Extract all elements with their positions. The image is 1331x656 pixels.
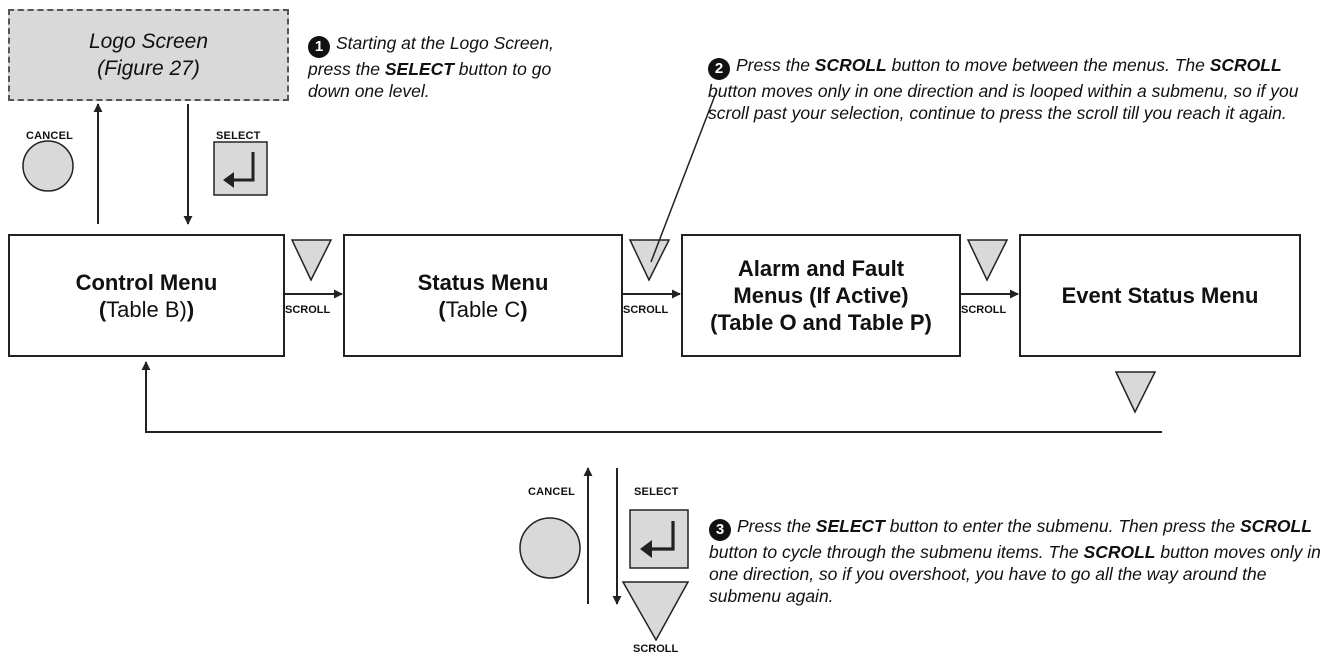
select-label: SELECT [634,486,679,498]
logo-screen-ref: (Figure 27) [97,57,200,80]
status-menu-box: Status Menu (Table C) [343,234,623,357]
note-text: Starting at the Logo Screen, press the [308,33,554,79]
scroll-label: SCROLL [623,304,669,316]
step3-number: 3 [709,519,731,541]
scroll-triangle-icon [966,239,1009,282]
step2-note: 2 Press the SCROLL button to move between… [708,54,1318,124]
scroll-triangle-icon [290,239,333,282]
scroll-triangle-icon [1114,371,1157,414]
status-menu-ref: Table C [445,296,521,322]
note-bold: SCROLL [1209,55,1282,75]
note-bold: SCROLL [1239,516,1312,536]
cancel-button-icon [22,140,74,192]
step3-note: 3 Press the SELECT button to enter the su… [709,515,1323,607]
note-bold: SELECT [384,59,454,79]
note-text: button moves only in one direction and i… [708,81,1299,123]
logo-screen-box: Logo Screen (Figure 27) [8,9,289,101]
select-label: SELECT [216,130,261,142]
paren: ) [520,296,528,322]
cancel-label: CANCEL [528,486,576,498]
note-text: button to enter the submenu. Then press … [884,516,1240,536]
control-menu-title: Control Menu [75,269,218,295]
control-menu-box: Control Menu (Table B)) [8,234,285,357]
step2-number: 2 [708,58,730,80]
scroll-label: SCROLL [961,304,1007,316]
scroll-label: SCROLL [285,304,331,316]
event-menu-title: Event Status Menu [1061,283,1259,308]
event-status-menu-box: Event Status Menu [1019,234,1301,357]
scroll-label: SCROLL [633,643,679,655]
alarm-menu-line1: Alarm and Fault [737,256,905,281]
alarm-menu-line3: (Table O and Table P) [710,310,932,335]
cancel-label: CANCEL [26,130,74,142]
select-button-icon [629,509,689,569]
control-menu-ref: Table B) [106,296,187,322]
select-button-icon [213,141,268,196]
scroll-triangle-icon [628,239,671,282]
alarm-menu-line2: Menus (If Active) [733,283,909,308]
loop-back-arrow [141,361,1162,433]
alarm-fault-menu-box: Alarm and Fault Menus (If Active) (Table… [681,234,961,357]
paren: ) [186,296,195,322]
note-text: button to cycle through the submenu item… [709,542,1084,562]
note-text: button moves only in one direction, so i… [709,542,1321,606]
logo-screen-title: Logo Screen [88,30,209,53]
note-text: Press the [737,516,816,536]
note-bold: SCROLL [814,55,887,75]
scroll-triangle-icon [621,581,690,642]
paren: ( [98,296,107,322]
note-bold: SCROLL [1083,542,1156,562]
note-text: button to move between the menus. The [886,55,1210,75]
note-text: button to go down one level. [308,59,552,101]
callout-line [650,89,718,263]
step1-number: 1 [308,36,330,58]
cancel-button-icon [519,517,581,579]
note-bold: SELECT [815,516,885,536]
status-menu-title: Status Menu [417,269,549,295]
paren: ( [438,296,446,322]
note-text: Press the [736,55,815,75]
